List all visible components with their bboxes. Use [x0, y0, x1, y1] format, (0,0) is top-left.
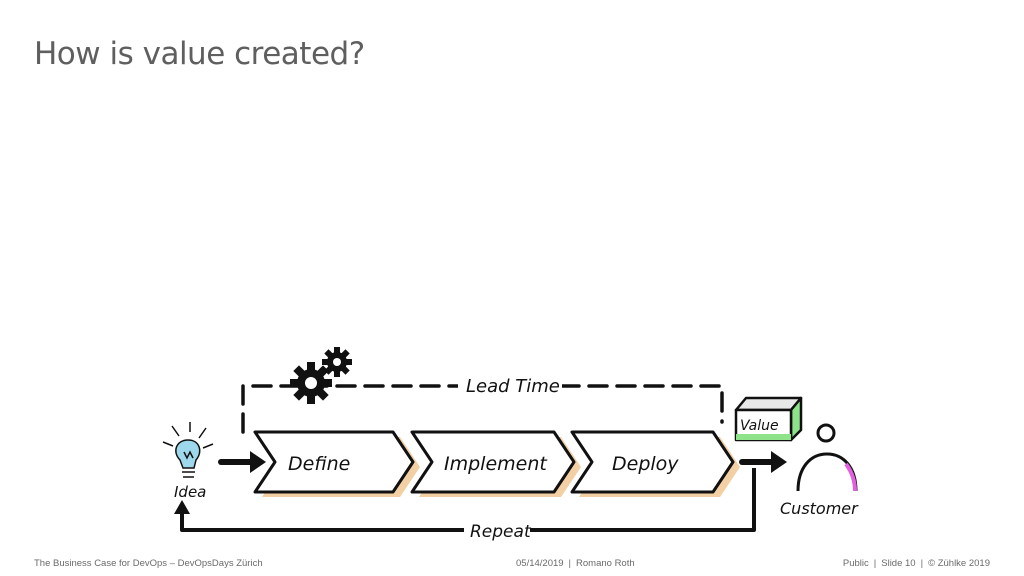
stage-define	[253, 430, 420, 497]
slide-title: How is value created?	[34, 36, 365, 72]
stage-define-label: Define	[288, 453, 350, 475]
gears-icon	[290, 347, 352, 404]
value-box-icon	[734, 396, 803, 442]
stage-implement-label: Implement	[444, 453, 548, 475]
value-label: Value	[740, 418, 779, 434]
footer-author: Romano Roth	[576, 558, 635, 569]
footer-meta: Public|Slide 10|© Zühlke 2019	[842, 558, 990, 569]
stage-implement	[410, 430, 581, 497]
lead-time-label: Lead Time	[466, 376, 560, 397]
footer-classification: Public	[842, 558, 869, 569]
repeat-label: Repeat	[470, 522, 532, 542]
customer-label: Customer	[780, 499, 859, 518]
footer-presentation-name: The Business Case for DevOps – DevOpsDay…	[34, 558, 263, 569]
footer-date: 05/14/2019	[516, 558, 564, 569]
customer-icon	[796, 423, 858, 492]
stage-deploy	[570, 430, 740, 497]
footer-slide-number: Slide 10	[881, 558, 916, 569]
input-arrow-head	[250, 451, 266, 473]
stage-deploy-label: Deploy	[612, 453, 679, 475]
footer-copyright: © Zühlke 2019	[928, 558, 990, 569]
idea-label: Idea	[174, 483, 206, 501]
footer-date-author: 05/14/2019|Romano Roth	[516, 558, 635, 569]
repeat-arrow-head	[174, 500, 190, 514]
lightbulb-icon	[162, 422, 214, 478]
output-arrow-head	[771, 451, 787, 473]
